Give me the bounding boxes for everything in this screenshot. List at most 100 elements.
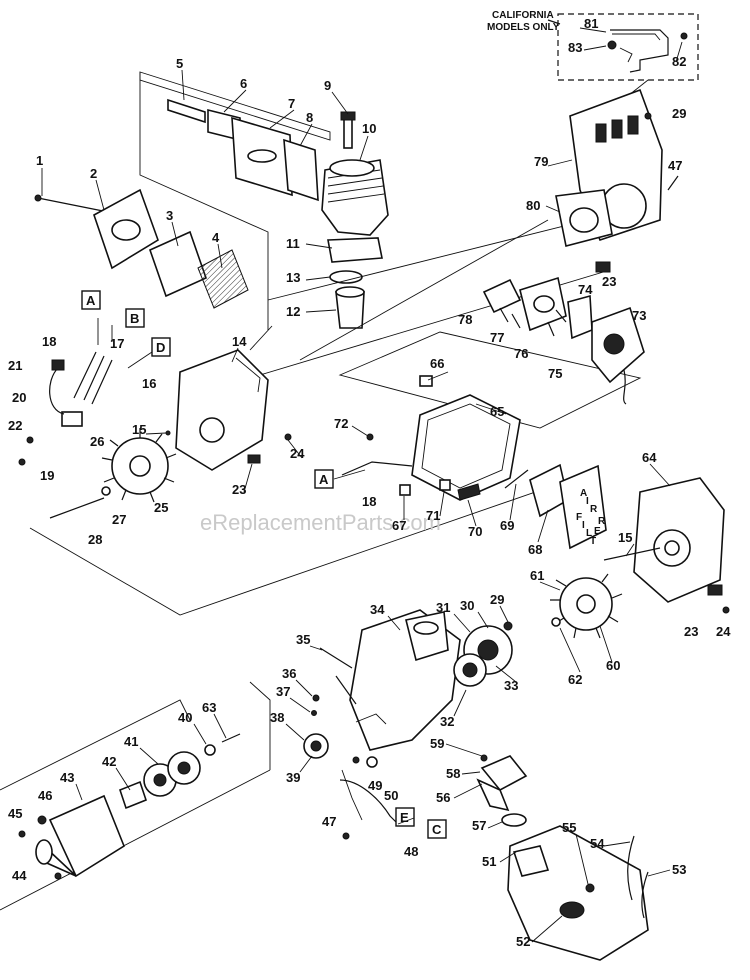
callout-32: 32 — [440, 714, 454, 729]
leaders-air-cleaner — [41, 168, 223, 269]
clutch-outline-bottom — [0, 769, 271, 911]
part-1-screw — [37, 197, 109, 213]
part-19-module — [61, 411, 83, 427]
leaders-clutch — [75, 713, 227, 801]
callout-24: 24 — [290, 446, 305, 461]
callout-23: 23 — [232, 482, 246, 497]
leaders-bracket — [545, 27, 683, 213]
box-a-middle-label: A — [319, 472, 329, 487]
part-45-screw — [18, 830, 26, 838]
part-47-screw-b — [342, 832, 350, 840]
callout-22: 22 — [8, 418, 22, 433]
callout-15: 15 — [132, 422, 146, 437]
lead-d — [127, 349, 156, 369]
part-4-screen — [197, 249, 249, 309]
california-note-pointer — [547, 19, 561, 25]
callout-49: 49 — [368, 778, 382, 793]
part-42-shoe — [119, 780, 147, 810]
reference-boxes: A B D A E C — [81, 290, 447, 839]
muffler-assembly — [167, 98, 319, 202]
part-40-washer — [204, 744, 216, 756]
box-a-middle — [314, 469, 334, 489]
part-52-filter — [559, 901, 585, 919]
flywheel-fins — [101, 428, 177, 503]
airfilter-label-i2: I — [582, 520, 585, 531]
callout-20: 20 — [12, 390, 26, 405]
part-49-nut — [352, 756, 360, 764]
callout-13: 13 — [286, 270, 300, 285]
callout-3: 3 — [166, 208, 173, 223]
callout-28: 28 — [88, 532, 102, 547]
starter-assembly — [303, 609, 513, 840]
part-48-wire-b — [341, 769, 363, 821]
callout-81: 81 — [584, 16, 598, 31]
box-e — [395, 807, 415, 827]
bracket-slot-1 — [595, 123, 607, 143]
callout-12: 12 — [286, 304, 300, 319]
callout-leaders — [41, 27, 683, 943]
airfilter-label-r2: R — [598, 516, 606, 527]
part-12-piston-top — [335, 286, 365, 298]
callout-50: 50 — [384, 788, 398, 803]
part-56-cap — [480, 755, 528, 792]
callout-78: 78 — [458, 312, 472, 327]
callout-76: 76 — [514, 346, 528, 361]
part-35-bolt — [319, 647, 353, 669]
callout-14: 14 — [232, 334, 247, 349]
part-20-wire — [49, 367, 65, 415]
crankcase-assembly — [18, 318, 292, 519]
bracket-slot-3 — [627, 115, 639, 135]
part-11-gasket — [327, 237, 383, 263]
callout-73: 73 — [632, 308, 646, 323]
middle-outline — [29, 479, 571, 616]
callout-45: 45 — [8, 806, 22, 821]
part-23-clip-c — [707, 584, 723, 596]
leaders-starter — [387, 605, 517, 717]
airfilter-label-r: R — [590, 504, 598, 515]
part-74-gasket — [567, 294, 593, 340]
part-35-handle — [335, 675, 357, 705]
part-29-screw — [644, 112, 652, 120]
carburetor-assembly — [482, 88, 679, 405]
part-15-key — [165, 430, 171, 436]
part-57-gasket — [501, 813, 527, 827]
callout-33: 33 — [504, 678, 518, 693]
part-80-hole — [569, 207, 599, 233]
part-73-carb-line — [623, 369, 627, 405]
callout-52: 52 — [516, 934, 530, 949]
part-24-screw-b — [722, 606, 730, 614]
part-31-spring — [477, 639, 499, 661]
part-70-block — [457, 483, 481, 501]
callout-51: 51 — [482, 854, 496, 869]
box-a-top — [81, 290, 101, 310]
callout-9: 9 — [324, 78, 331, 93]
california-note-line1: CALIFORNIA — [492, 10, 554, 21]
part-7-port — [247, 149, 277, 163]
callout-16: 16 — [142, 376, 156, 391]
callout-numbers: 1 2 3 4 5 6 7 8 9 10 11 12 13 14 15 16 1… — [8, 16, 731, 949]
part-8-gasket — [283, 138, 319, 202]
part-37-screw — [311, 710, 317, 716]
callout-27: 27 — [112, 512, 126, 527]
part-5-spacer — [167, 98, 206, 124]
part-34-neck-top — [413, 621, 439, 635]
callout-47: 47 — [322, 814, 336, 829]
callout-61: 61 — [530, 568, 544, 583]
part-81-tab — [619, 47, 633, 63]
leaders-crankcase — [145, 347, 303, 493]
clutch-a-center — [153, 773, 167, 787]
part-76-hole — [533, 295, 555, 313]
leaders-handle — [285, 645, 323, 773]
airfilter-label-t: T — [590, 536, 596, 547]
part-2-opening — [111, 219, 141, 241]
part-63-pin — [221, 733, 241, 743]
callout-80: 80 — [526, 198, 540, 213]
callout-31: 31 — [436, 600, 450, 615]
callout-82: 82 — [672, 54, 686, 69]
callout-53: 53 — [672, 862, 686, 877]
box-c — [427, 819, 447, 839]
box-a-top-label: A — [86, 293, 96, 308]
leader-piston — [249, 325, 273, 351]
part-22-screw-b — [18, 458, 26, 466]
callout-23-carb: 23 — [602, 274, 616, 289]
